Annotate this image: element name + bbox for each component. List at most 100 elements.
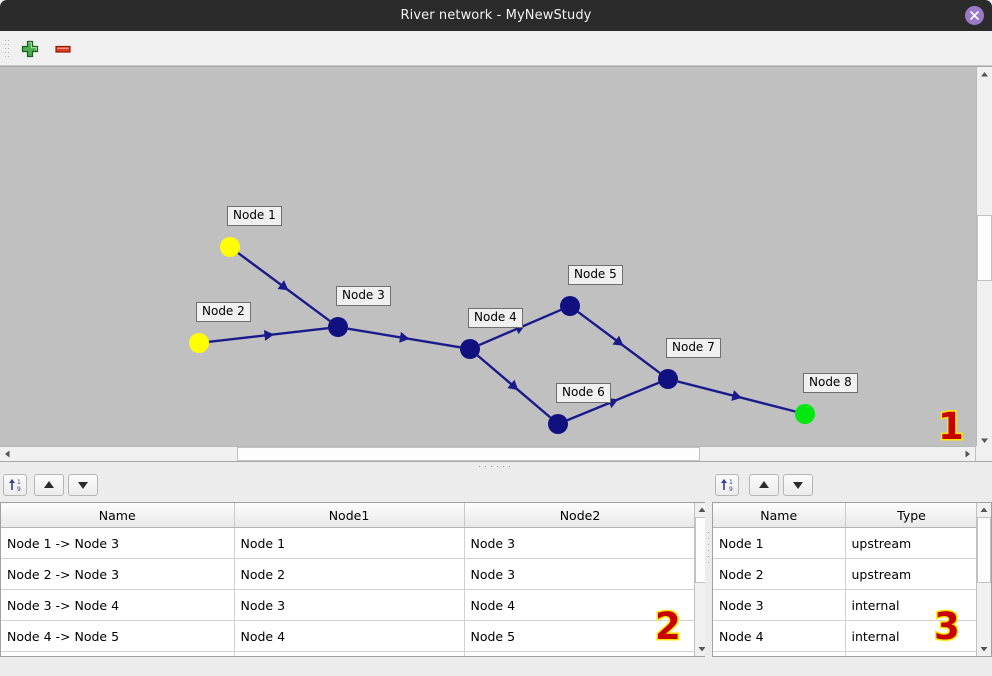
table-cell[interactable]: Node 3 -> Node 4 [1,589,235,621]
column-header-node2[interactable]: Node2 [464,503,697,528]
column-header-node1[interactable]: Node1 [234,503,465,528]
graph-edge-arrow [507,379,519,391]
node-table-toolbar: 1 9 [712,472,992,502]
column-header-name[interactable]: Name [713,503,846,528]
graph-edge-arrow [731,390,742,401]
table-cell[interactable] [845,651,979,656]
node-table-scrollbar[interactable] [976,503,991,656]
graph-node-label-node-6[interactable]: Node 6 [556,383,611,403]
sort-icon[interactable]: 1 9 [3,474,27,496]
window-title: River network - MyNewStudy [400,8,592,23]
title-bar: River network - MyNewStudy [0,0,992,31]
move-up-icon[interactable] [749,474,779,496]
table-cell[interactable]: upstream [845,527,979,559]
main-toolbar [0,31,992,66]
table-cell[interactable]: Node 1 -> Node 3 [1,527,235,559]
table-cell[interactable] [234,651,465,656]
graph-node-label-node-2[interactable]: Node 2 [196,302,251,322]
graph-edge-arrow [263,329,275,341]
node-vscroll-thumb[interactable] [977,517,991,583]
delete-node-icon[interactable] [53,39,73,59]
close-icon[interactable] [965,6,984,25]
table-cell[interactable]: Node 3 [464,527,697,559]
reach-table-toolbar: 1 9 [0,472,710,502]
table-cell[interactable]: Node 2 [234,558,465,590]
svg-text:9: 9 [729,486,733,493]
move-down-icon[interactable] [783,474,813,496]
graph-node-node-8[interactable] [795,404,815,424]
column-header-name[interactable]: Name [1,503,235,528]
table-cell[interactable]: Node 4 -> Node 5 [1,620,235,652]
network-graph-svg [189,237,815,434]
graph-node-label-node-8[interactable]: Node 8 [803,373,858,393]
graph-node-node-3[interactable] [328,317,348,337]
vertical-splitter[interactable] [705,472,712,676]
table-cell[interactable] [713,651,846,656]
sort-icon[interactable]: 1 9 [715,474,739,496]
graph-node-label-node-3[interactable]: Node 3 [336,286,391,306]
table-cell[interactable]: Node 3 [464,558,697,590]
table-cell[interactable]: Node 1 [713,527,846,559]
graph-hscroll-thumb[interactable] [237,447,700,461]
table-cell[interactable]: Node 2 -> Node 3 [1,558,235,590]
table-cell[interactable]: Node 2 [713,558,846,590]
graph-vertical-scrollbar[interactable] [976,67,992,448]
graph-node-node-1[interactable] [220,237,240,257]
scroll-down-icon[interactable] [977,642,991,656]
table-cell[interactable]: Node 5 [464,620,697,652]
toolbar-grip[interactable] [5,40,9,57]
scroll-right-icon[interactable] [960,447,975,461]
move-up-icon[interactable] [34,474,64,496]
table-cell[interactable]: Node 3 [234,589,465,621]
graph-node-node-6[interactable] [548,414,568,434]
table-cell[interactable]: Node 1 [234,527,465,559]
scroll-left-icon[interactable] [0,447,15,461]
scroll-up-icon[interactable] [977,67,992,82]
table-cell[interactable]: Node 4 [713,620,846,652]
graph-node-label-node-1[interactable]: Node 1 [227,206,282,226]
splitter-grip [479,466,513,469]
graph-node-label-node-5[interactable]: Node 5 [568,265,623,285]
scrollbar-corner [976,446,992,461]
graph-edge-arrow [277,280,289,291]
graph-node-node-2[interactable] [189,333,209,353]
table-cell[interactable]: internal [845,589,979,621]
table-cell[interactable]: Node 3 [713,589,846,621]
horizontal-splitter[interactable] [0,462,992,472]
table-cell[interactable] [1,651,235,656]
column-header-type[interactable]: Type [845,503,979,528]
graph-node-label-node-4[interactable]: Node 4 [468,308,523,328]
network-graph-canvas[interactable]: Node 1 Node 2 Node 3 Node 4 Node 5 Node 6 Node… [0,67,975,448]
table-cell[interactable]: Node 4 [234,620,465,652]
graph-node-node-5[interactable] [560,296,580,316]
table-cell[interactable]: Node 4 [464,589,697,621]
graph-vscroll-thumb[interactable] [977,215,992,281]
scroll-down-icon[interactable] [977,433,992,448]
move-down-icon[interactable] [68,474,98,496]
table-row-empty[interactable] [713,651,979,656]
table-row-empty[interactable] [1,651,697,656]
graph-node-node-7[interactable] [658,369,678,389]
add-node-icon[interactable] [20,39,40,59]
table-cell[interactable]: internal [845,620,979,652]
graph-horizontal-scrollbar[interactable] [0,446,975,461]
table-cell[interactable]: upstream [845,558,979,590]
graph-node-label-node-7[interactable]: Node 7 [666,338,721,358]
table-cell[interactable] [464,651,697,656]
graph-node-node-4[interactable] [460,339,480,359]
scroll-up-icon[interactable] [977,503,991,517]
